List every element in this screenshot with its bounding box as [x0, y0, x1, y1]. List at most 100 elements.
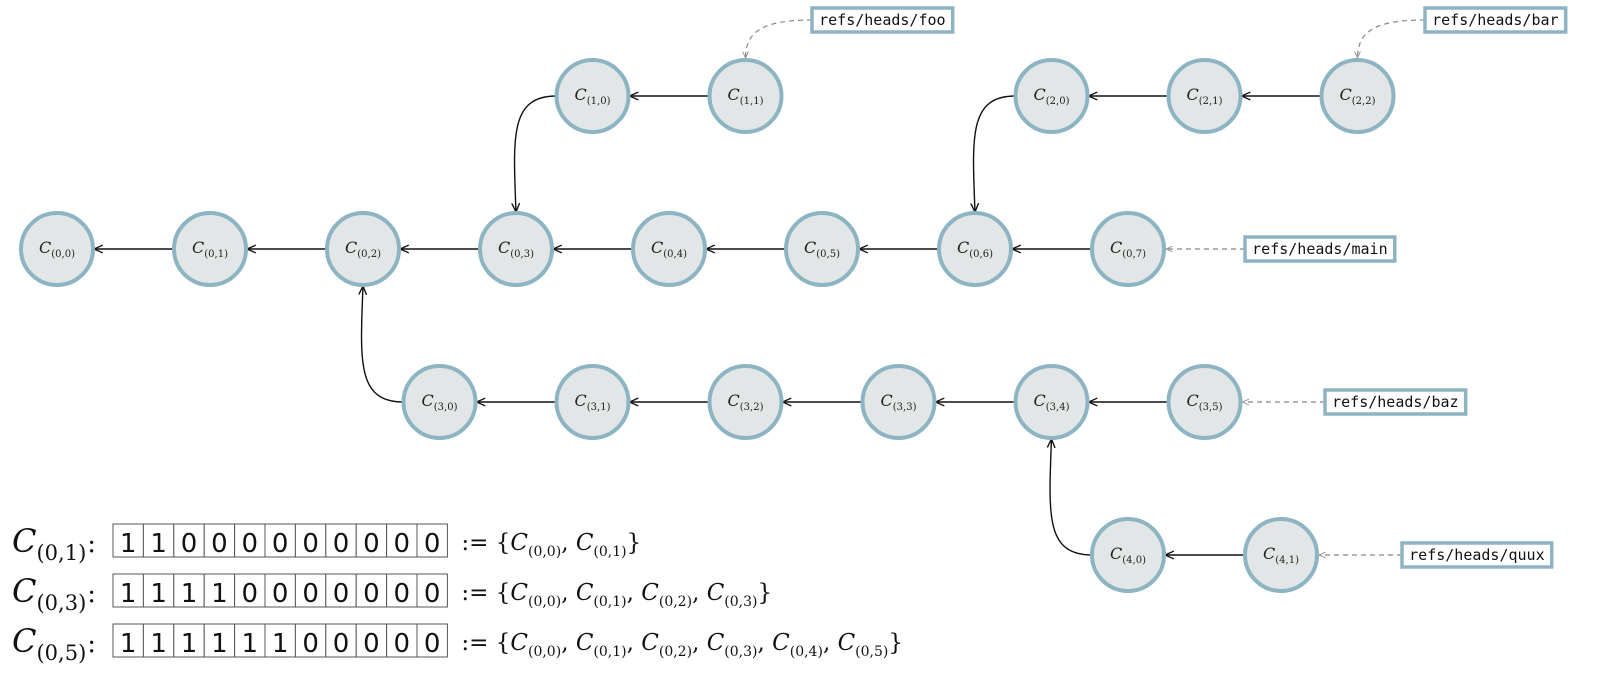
ref-box-frame: [810, 6, 955, 34]
commit-label: C(3,2): [728, 391, 764, 413]
commit-label: C(0,5): [804, 238, 840, 260]
commit-circle: [554, 58, 631, 134]
commit-circle: [1013, 58, 1090, 134]
bit-cell: [355, 623, 388, 658]
commit-node-1-0: C(1,0): [554, 58, 631, 134]
bit-value: 1: [150, 629, 167, 659]
commit-node-0-5: C(0,5): [784, 211, 860, 287]
bit-value: 0: [363, 629, 380, 659]
ref-label-text: refs/heads/quux: [1409, 546, 1544, 564]
commit-label: C(0,6): [957, 238, 993, 260]
commit-circle: [172, 211, 248, 287]
commit-node-2-1: C(2,1): [1166, 58, 1243, 134]
commit-circle: [19, 211, 95, 287]
bitmap-set-expression: := {C(0,0), C(0,1)}: [461, 530, 641, 560]
edge-3-0-to-0-2: [362, 286, 404, 403]
edge-4-0-to-3-4: [1050, 439, 1093, 556]
commit-label: C(1,0): [575, 85, 611, 107]
bit-cell: [416, 523, 448, 558]
commit-label: C(0,4): [651, 238, 687, 260]
commit-circle: [631, 211, 707, 287]
commit-circle: [707, 58, 784, 134]
edge-2-0-to-0-6: [974, 95, 1016, 212]
commit-circle: [937, 211, 1013, 287]
commit-label: C(0,3): [498, 238, 534, 260]
ref-label-box: refs/heads/bar: [1423, 6, 1568, 34]
commit-node-3-5: C(3,5): [1166, 364, 1243, 440]
commit-circle: [1243, 517, 1319, 593]
ref-label-text: refs/heads/main: [1252, 240, 1387, 258]
bitmap-row-title: C(0,3):: [12, 572, 96, 615]
commit-node-3-0: C(3,0): [401, 364, 478, 440]
ref-label-box: refs/heads/baz: [1323, 388, 1468, 416]
commit-label: C(3,5): [1187, 391, 1223, 413]
bit-value: 0: [302, 529, 319, 559]
bit-cell: [234, 623, 266, 658]
ref-label-box: refs/heads/quux: [1400, 541, 1554, 569]
bit-cell: [416, 573, 448, 608]
edges-layer: [94, 96, 1322, 555]
bit-cell: [325, 523, 357, 558]
ref-link-1: [1358, 19, 1426, 58]
commit-label: C(4,0): [1110, 544, 1146, 566]
bit-value: 1: [211, 629, 228, 659]
ref-label-text: refs/heads/baz: [1332, 393, 1458, 411]
commit-node-0-1: C(0,1): [172, 211, 248, 287]
bit-value: 1: [181, 629, 198, 659]
bit-cell: [386, 623, 418, 658]
bit-cell: [173, 573, 205, 608]
bitmap-set-expression: := {C(0,0), C(0,1), C(0,2), C(0,3)}: [461, 580, 772, 610]
commit-circle: [1090, 517, 1166, 593]
commit-label: C(2,2): [1340, 85, 1376, 107]
commit-circle: [325, 211, 401, 287]
commit-circle: [1166, 364, 1243, 440]
commit-node-4-1: C(4,1): [1243, 517, 1319, 593]
bit-value: 0: [394, 629, 411, 659]
commit-label: C(3,1): [575, 391, 611, 413]
bit-value: 1: [211, 579, 228, 609]
bit-cell: [142, 623, 175, 658]
commit-label: C(4,1): [1263, 544, 1299, 566]
bit-value: 0: [302, 579, 319, 609]
commit-circle: [707, 364, 784, 440]
bit-value: 0: [363, 579, 380, 609]
commit-node-0-2: C(0,2): [325, 211, 401, 287]
bit-value: 0: [424, 579, 441, 609]
commit-label: C(2,0): [1034, 85, 1070, 107]
bit-value: 1: [272, 629, 289, 659]
bit-cell: [264, 573, 296, 608]
bit-value: 0: [181, 529, 198, 559]
commit-circle: [554, 364, 631, 440]
bit-cell: [203, 573, 236, 608]
commit-label: C(2,1): [1187, 85, 1223, 107]
commit-label: C(1,1): [728, 85, 764, 107]
commit-node-1-1: C(1,1): [707, 58, 784, 134]
bit-value: 0: [242, 529, 259, 559]
commit-node-3-3: C(3,3): [860, 364, 937, 440]
bit-value: 0: [394, 579, 411, 609]
bit-value: 0: [394, 529, 411, 559]
bit-value: 1: [120, 529, 137, 559]
commit-circle: [401, 364, 478, 440]
commit-label: C(3,4): [1034, 391, 1070, 413]
commit-circle: [784, 211, 860, 287]
ref-box-frame: [1423, 6, 1568, 34]
bit-cell: [386, 523, 418, 558]
commit-node-2-2: C(2,2): [1319, 58, 1396, 134]
nodes-layer: C(0,0) C(0,1) C(0,2) C(0,3) C(0,4) C(0,5) C(0,…: [19, 58, 1396, 593]
bit-value: 1: [150, 579, 167, 609]
commit-label: C(0,0): [39, 238, 75, 260]
bit-value: 1: [150, 529, 167, 559]
commit-node-0-7: C(0,7): [1090, 211, 1166, 287]
bit-value: 1: [120, 629, 137, 659]
bit-cell: [112, 623, 144, 658]
bit-cell: [294, 573, 327, 608]
bit-cell: [355, 573, 388, 608]
ref-box-frame: [1323, 388, 1468, 416]
bit-value: 1: [181, 579, 198, 609]
commit-node-0-3: C(0,3): [478, 211, 554, 287]
